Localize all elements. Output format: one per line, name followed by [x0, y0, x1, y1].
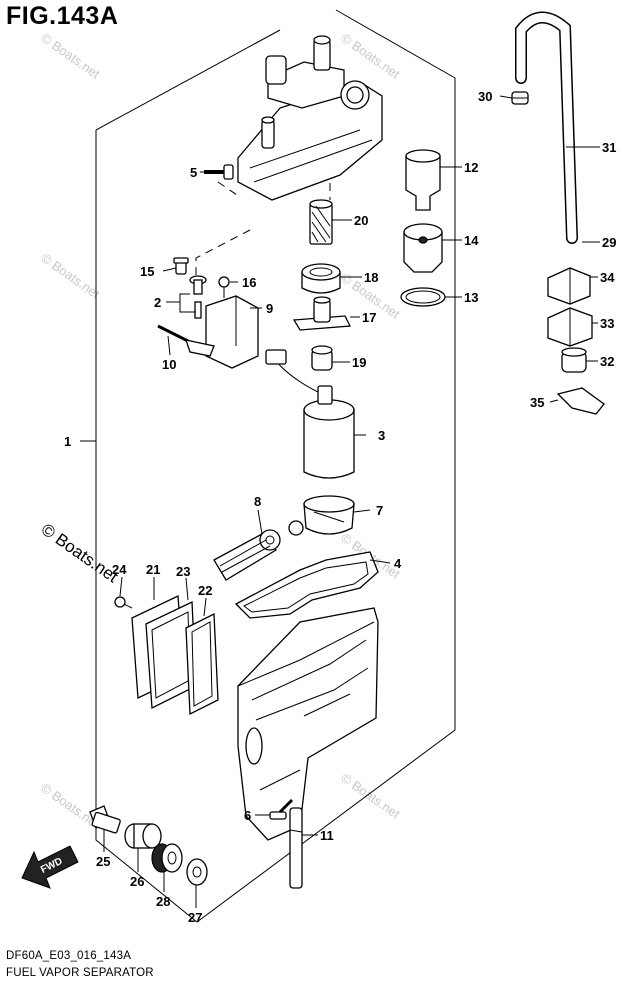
leader-lines	[80, 95, 600, 908]
callout-15: 15	[140, 264, 154, 279]
screw-part-16	[218, 276, 230, 298]
figure-code: DF60A_E03_016_143A	[6, 950, 132, 962]
assembly-frame-edge	[95, 29, 281, 131]
callout-16: 16	[242, 275, 256, 290]
screw-part-15	[173, 257, 189, 275]
watermark: © Boats.net	[38, 250, 103, 302]
grommet-part-32	[561, 347, 587, 373]
clip-part-35	[556, 387, 605, 415]
figure-name: FUEL VAPOR SEPARATOR	[6, 967, 154, 979]
callout-26: 26	[130, 874, 144, 889]
callout-17: 17	[362, 310, 376, 325]
float-part-7	[303, 495, 355, 535]
watermark-dark: © Boats.net	[38, 520, 122, 587]
watermark: © Boats.net	[38, 30, 103, 82]
callout-11: 11	[320, 828, 334, 843]
callout-34: 34	[600, 270, 615, 285]
screw-part-5	[204, 164, 234, 180]
seal-part-22	[185, 612, 219, 716]
callout-1: 1	[64, 434, 71, 449]
watermark: © Boats.net	[338, 770, 403, 822]
figure-title: FIG.143A	[6, 2, 119, 30]
fitting-part-26	[124, 823, 162, 849]
callout-32: 32	[600, 354, 614, 369]
screw-part-6	[269, 798, 294, 820]
pump-cover-part-9	[205, 295, 259, 369]
separator-top-cover	[237, 35, 383, 201]
callout-21: 21	[146, 562, 160, 577]
callout-6: 6	[244, 808, 251, 823]
callout-20: 20	[354, 213, 368, 228]
callout-23: 23	[176, 564, 190, 579]
assembly-guide	[195, 229, 251, 275]
screw-part-24	[114, 596, 133, 609]
callout-3: 3	[378, 428, 385, 443]
seal-part-18	[301, 263, 341, 294]
callout-31: 31	[602, 140, 616, 155]
callout-5: 5	[190, 165, 197, 180]
callout-29: 29	[602, 235, 616, 250]
float-arm-part-8	[213, 520, 304, 581]
pressure-regulator-part-12	[405, 149, 441, 211]
pin-part-10	[157, 324, 215, 357]
seal-part-22-inner	[191, 621, 213, 707]
callout-7: 7	[376, 503, 383, 518]
callout-labels: 1 2 3 4 5 6 7 8 9 10 11 12 13 14 15 16 1…	[64, 89, 616, 925]
callout-35: 35	[530, 395, 544, 410]
washer-part-27	[186, 858, 208, 886]
callout-4: 4	[394, 556, 402, 571]
bolt-part-25	[89, 805, 121, 834]
filter-part-20	[309, 199, 333, 245]
callout-2: 2	[154, 295, 161, 310]
bracket-part-17	[292, 296, 352, 331]
callout-9: 9	[266, 301, 273, 316]
callout-13: 13	[464, 290, 478, 305]
callout-14: 14	[464, 233, 479, 248]
grommet-part-19	[311, 345, 333, 371]
forward-direction-arrow: FWD	[21, 845, 79, 889]
regulator-holder-part-14	[403, 223, 443, 273]
callout-19: 19	[352, 355, 366, 370]
watermark: © Boats.net	[338, 30, 403, 82]
clip-part-30	[511, 91, 529, 105]
hose-part-31-inner	[516, 13, 577, 243]
o-ring-part-13	[400, 287, 446, 307]
screw-part-2	[189, 275, 207, 319]
callout-24: 24	[112, 562, 127, 577]
hose-part-11	[289, 807, 303, 889]
gasket-part-4-inner	[243, 561, 369, 613]
fuel-pump-part-3	[265, 349, 355, 479]
callout-25: 25	[96, 854, 110, 869]
callout-8: 8	[254, 494, 261, 509]
callout-22: 22	[198, 583, 212, 598]
float-chamber-body	[237, 607, 379, 841]
grommet-part-28	[151, 843, 183, 873]
gasket-part-4	[234, 551, 379, 619]
callout-10: 10	[162, 357, 176, 372]
clamp-part-34	[547, 267, 591, 305]
assembly-frame	[95, 9, 456, 923]
clamp-part-33	[547, 307, 593, 347]
callout-27: 27	[188, 910, 202, 925]
callout-28: 28	[156, 894, 170, 909]
callout-12: 12	[464, 160, 478, 175]
callout-33: 33	[600, 316, 614, 331]
callout-18: 18	[364, 270, 378, 285]
callout-30: 30	[478, 89, 492, 104]
assembly-guide	[217, 181, 238, 196]
